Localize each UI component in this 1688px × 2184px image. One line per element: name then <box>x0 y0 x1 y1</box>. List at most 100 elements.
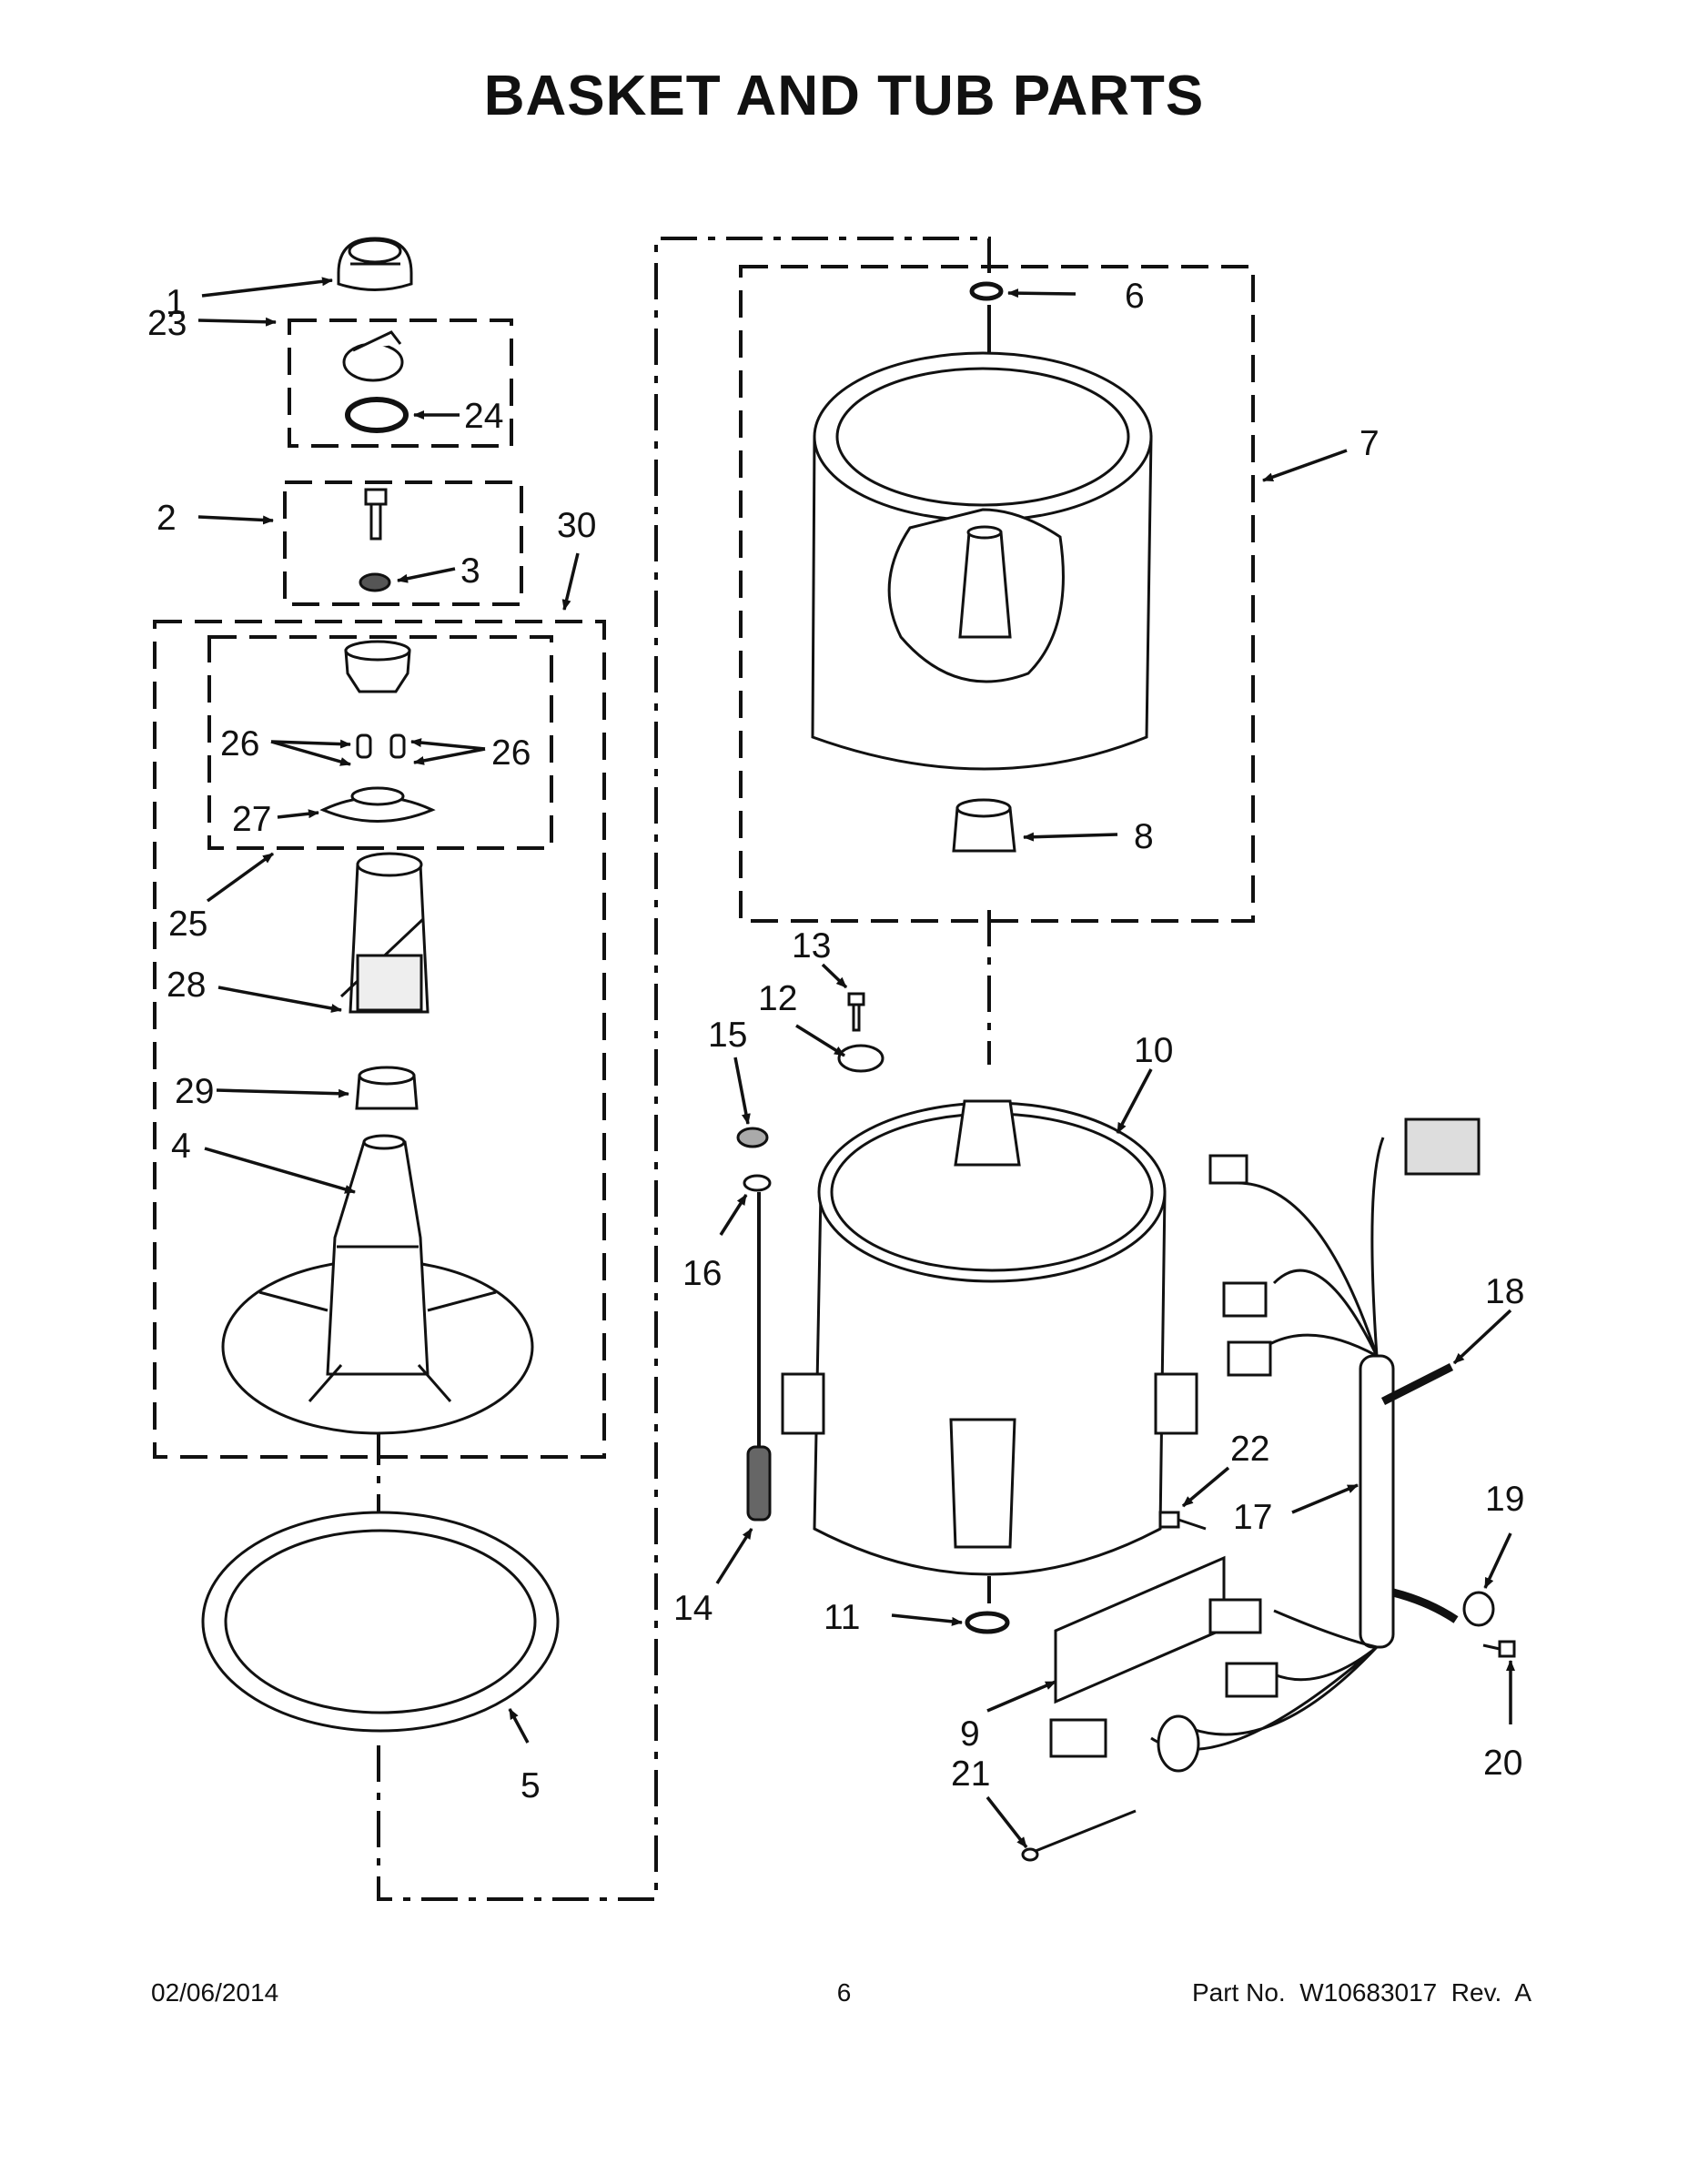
callout-23: 23 <box>147 304 187 343</box>
part-cap-icon <box>337 237 413 291</box>
leader-23 <box>197 317 277 327</box>
part-bolt-icon <box>364 488 388 541</box>
part-drive-block-icon <box>952 798 1016 853</box>
footer-part-number: Part No. W10683017 Rev. A <box>1191 1978 1531 2007</box>
leader-21 <box>986 1795 1028 1849</box>
callout-5: 5 <box>521 1766 541 1805</box>
leader-10 <box>1116 1068 1153 1134</box>
callout-12: 12 <box>758 979 797 1018</box>
part-ring-icon <box>345 397 409 433</box>
leader-17 <box>1291 1483 1359 1514</box>
leader-29 <box>216 1088 349 1098</box>
callout-10: 10 <box>1134 1031 1173 1070</box>
callout-27: 27 <box>232 800 271 839</box>
leader-27 <box>277 809 319 819</box>
leader-26b-2 <box>413 747 486 765</box>
part-impeller-icon <box>221 1134 534 1435</box>
leader-30 <box>561 552 580 611</box>
page-title: BASKET AND TUB PARTS <box>483 65 1205 127</box>
footer-page-number: 6 <box>836 1978 852 2007</box>
leader-15 <box>733 1057 751 1125</box>
leader-16 <box>719 1194 748 1236</box>
callout-8: 8 <box>1134 817 1154 856</box>
leader-26a-2 <box>270 740 351 766</box>
callout-2: 2 <box>157 499 177 538</box>
leader-5 <box>508 1708 530 1744</box>
callout-17: 17 <box>1233 1498 1272 1537</box>
leader-12 <box>795 1024 845 1057</box>
part-seal-icon <box>965 1611 1010 1634</box>
leader-13 <box>821 963 848 989</box>
callout-11: 11 <box>824 1598 861 1637</box>
callout-22: 22 <box>1230 1430 1269 1469</box>
callout-14: 14 <box>673 1589 713 1628</box>
part-nut-icon <box>969 281 1004 301</box>
part-cam-icon <box>344 640 411 693</box>
callout-3: 3 <box>460 551 480 591</box>
part-bracket-icon <box>837 1044 884 1073</box>
callout-19: 19 <box>1485 1480 1524 1519</box>
callout-30: 30 <box>557 506 596 545</box>
leader-4 <box>204 1147 356 1194</box>
part-damper-top-icon <box>743 1174 772 1192</box>
part-clamp-icon <box>1462 1591 1495 1627</box>
callout-9: 9 <box>960 1714 980 1754</box>
callout-18: 18 <box>1485 1272 1524 1311</box>
group-box-7 <box>739 265 1255 923</box>
group-box-23 <box>288 318 513 448</box>
part-heat-shield-icon <box>1054 1555 1226 1704</box>
leader-8 <box>1023 832 1118 842</box>
part-wire-harness-icon <box>1049 1117 1481 1773</box>
leader-25 <box>206 852 275 903</box>
callout-24: 24 <box>464 397 503 436</box>
assembly-path <box>377 237 991 1901</box>
callout-15: 15 <box>708 1016 747 1055</box>
part-damper-cap-icon <box>736 1127 769 1148</box>
leader-28 <box>217 986 342 1013</box>
group-box-30 <box>153 620 606 1459</box>
leader-3 <box>397 567 456 583</box>
callout-7: 7 <box>1359 424 1380 463</box>
leader-2 <box>197 515 274 525</box>
callout-25: 25 <box>168 905 207 944</box>
leader-22 <box>1181 1466 1230 1508</box>
callout-1: 1 <box>166 283 186 322</box>
leader-14 <box>715 1528 753 1584</box>
part-clamp-screw-icon <box>1482 1640 1516 1658</box>
callout-26-right: 26 <box>491 733 531 773</box>
footer-date: 02/06/2014 <box>151 1978 279 2007</box>
part-tub-icon <box>781 1099 1198 1576</box>
part-cam-plate-icon <box>319 786 436 823</box>
part-balance-ring-icon <box>201 1511 560 1733</box>
callout-20: 20 <box>1483 1744 1522 1783</box>
part-springs-icon <box>356 733 406 759</box>
callout-4: 4 <box>171 1127 191 1166</box>
leader-11 <box>891 1613 963 1626</box>
part-hub-icon <box>355 1066 419 1110</box>
leader-7 <box>1262 449 1348 482</box>
callout-26-left: 26 <box>220 724 259 763</box>
callout-28: 28 <box>167 966 206 1005</box>
part-suspension-rod-icon <box>746 1192 772 1522</box>
leader-19 <box>1483 1532 1512 1589</box>
callout-6: 6 <box>1125 277 1145 316</box>
callout-16: 16 <box>682 1254 722 1293</box>
leader-26a-1 <box>270 739 351 749</box>
leader-9 <box>986 1680 1056 1713</box>
leader-1 <box>201 277 333 298</box>
part-screw-icon <box>847 992 865 1032</box>
callout-21: 21 <box>951 1754 990 1794</box>
callout-29: 29 <box>175 1072 214 1111</box>
leader-26b-1 <box>410 738 486 751</box>
leader-6 <box>1007 288 1076 298</box>
callout-13: 13 <box>792 926 831 966</box>
part-small-bolt-icon <box>1158 1511 1207 1531</box>
group-box-2 <box>283 480 523 606</box>
part-temp-probe-icon <box>1021 1809 1137 1862</box>
group-box-25 <box>207 635 553 850</box>
part-auger-icon <box>339 852 430 1014</box>
part-washer-icon <box>359 572 391 592</box>
part-clip-icon <box>342 330 404 382</box>
part-basket-icon <box>811 351 1153 771</box>
